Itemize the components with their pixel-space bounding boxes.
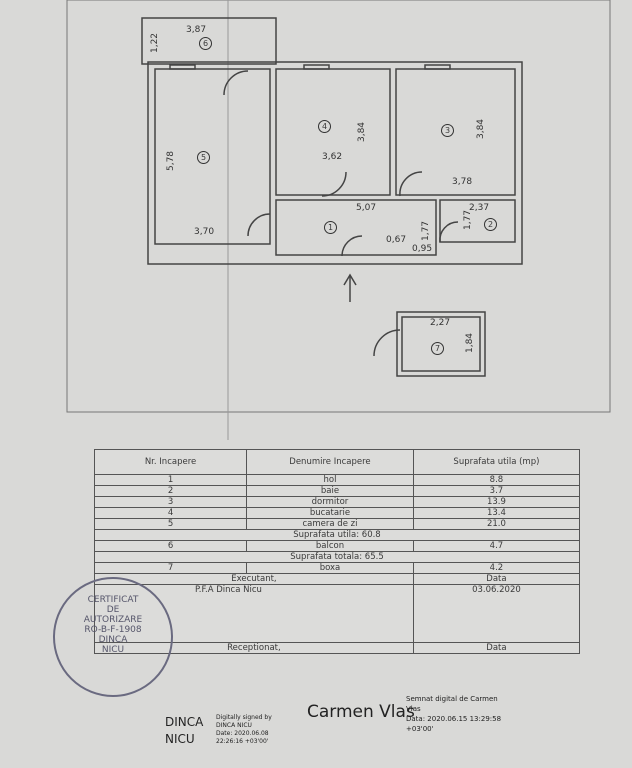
cell: 4.2 bbox=[412, 562, 581, 574]
dim-hall-width: 5,07 bbox=[356, 203, 377, 213]
dim-box-height: 1,84 bbox=[465, 332, 476, 354]
header-area: Suprafata utila (mp) bbox=[412, 449, 581, 475]
total-area: Suprafata totala: 65.5 bbox=[94, 551, 580, 563]
cell: 5 bbox=[93, 518, 248, 530]
dim-bedroom-height: 3,84 bbox=[476, 118, 487, 140]
cell: 3.7 bbox=[412, 485, 581, 497]
room-number-2: 2 bbox=[484, 218, 497, 231]
cell: 2 bbox=[93, 485, 248, 497]
data-value: 03.06.2020 bbox=[412, 584, 581, 643]
cell: 3 bbox=[93, 496, 248, 508]
dim-box-width: 2,27 bbox=[430, 318, 451, 328]
room-number-4: 4 bbox=[318, 120, 331, 133]
cell: 8.8 bbox=[412, 474, 581, 486]
dim-bath-width: 2,37 bbox=[469, 203, 490, 213]
dim-hall-height: 1,77 bbox=[421, 220, 432, 242]
cell: 4.7 bbox=[412, 540, 581, 552]
cell: 4 bbox=[93, 507, 248, 519]
dim-bath-height: 1,77 bbox=[463, 209, 474, 231]
dim-living-height: 5,78 bbox=[166, 150, 177, 172]
cell: dormitor bbox=[246, 496, 414, 508]
cell: baie bbox=[246, 485, 414, 497]
cell: balcon bbox=[246, 540, 414, 552]
cell: camera de zi bbox=[246, 518, 414, 530]
util-area: Suprafata utila: 60.8 bbox=[94, 529, 580, 541]
cell: 1 bbox=[93, 474, 248, 486]
dim-bedroom-width: 3,78 bbox=[452, 177, 473, 187]
floor-plan bbox=[66, 0, 611, 440]
cell: hol bbox=[246, 474, 414, 486]
dim-living-width: 3,70 bbox=[194, 227, 215, 237]
data-label: Data bbox=[412, 573, 581, 585]
cell: 21.0 bbox=[412, 518, 581, 530]
room-number-6: 6 bbox=[199, 37, 212, 50]
dim-kitchen-height: 3,84 bbox=[357, 121, 368, 143]
cell: 6 bbox=[93, 540, 248, 552]
dim-balcony-height: 1,22 bbox=[150, 32, 161, 54]
executant-label: Executant, bbox=[94, 573, 414, 585]
cell: 13.4 bbox=[412, 507, 581, 519]
header-name: Denumire Incapere bbox=[246, 449, 414, 475]
cell: boxa bbox=[246, 562, 414, 574]
dim-kitchen-width: 3,62 bbox=[322, 152, 343, 162]
header-nr: Nr. Incapere bbox=[93, 449, 248, 475]
dim-095: 0,95 bbox=[412, 244, 433, 254]
room-number-3: 3 bbox=[441, 124, 454, 137]
room-number-1: 1 bbox=[324, 221, 337, 234]
data-label-2: Data bbox=[412, 642, 581, 654]
room-number-7: 7 bbox=[431, 342, 444, 355]
room-number-5: 5 bbox=[197, 151, 210, 164]
dim-067: 0,67 bbox=[386, 235, 407, 245]
cell: 13.9 bbox=[412, 496, 581, 508]
signer-name-vlas: Carmen Vlas bbox=[307, 702, 415, 722]
cell: 7 bbox=[93, 562, 248, 574]
cell: bucatarie bbox=[246, 507, 414, 519]
dim-balcony-width: 3,87 bbox=[186, 25, 207, 35]
